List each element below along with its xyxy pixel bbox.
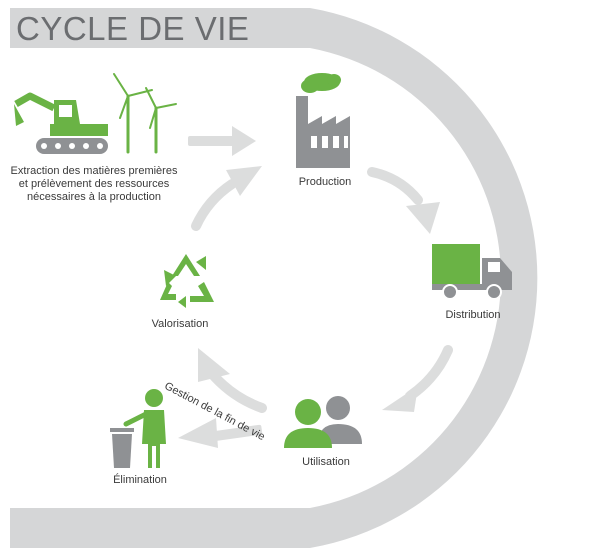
- excavator-icon: [14, 92, 108, 154]
- page-title: CYCLE DE VIE: [16, 10, 250, 47]
- stage-label-elimination: Élimination: [113, 474, 167, 486]
- factory-icon: [296, 73, 350, 168]
- arrow-production-distribution: [367, 167, 440, 234]
- stage-label-utilisation: Utilisation: [302, 456, 350, 468]
- arrow-distribution-utilisation: [382, 345, 453, 412]
- stage-label-distribution: Distribution: [445, 309, 501, 321]
- wind-turbine-icon: [113, 73, 177, 154]
- recycle-icon: [160, 254, 214, 308]
- cycle-arrows: [178, 126, 453, 448]
- stage-label-extraction: Extraction des matières premières et pré…: [10, 165, 178, 203]
- arrow-extraction-production: [188, 126, 256, 156]
- truck-icon: [432, 244, 512, 300]
- trash-person-icon: [110, 389, 166, 468]
- users-icon: [284, 396, 362, 448]
- arrow-utilisation-valorisation: [198, 348, 267, 413]
- stage-label-valorisation: Valorisation: [151, 318, 209, 330]
- arrow-utilisation-elimination: [178, 418, 263, 448]
- arrow-valorisation-production: [191, 166, 262, 231]
- stage-label-production: Production: [298, 176, 352, 188]
